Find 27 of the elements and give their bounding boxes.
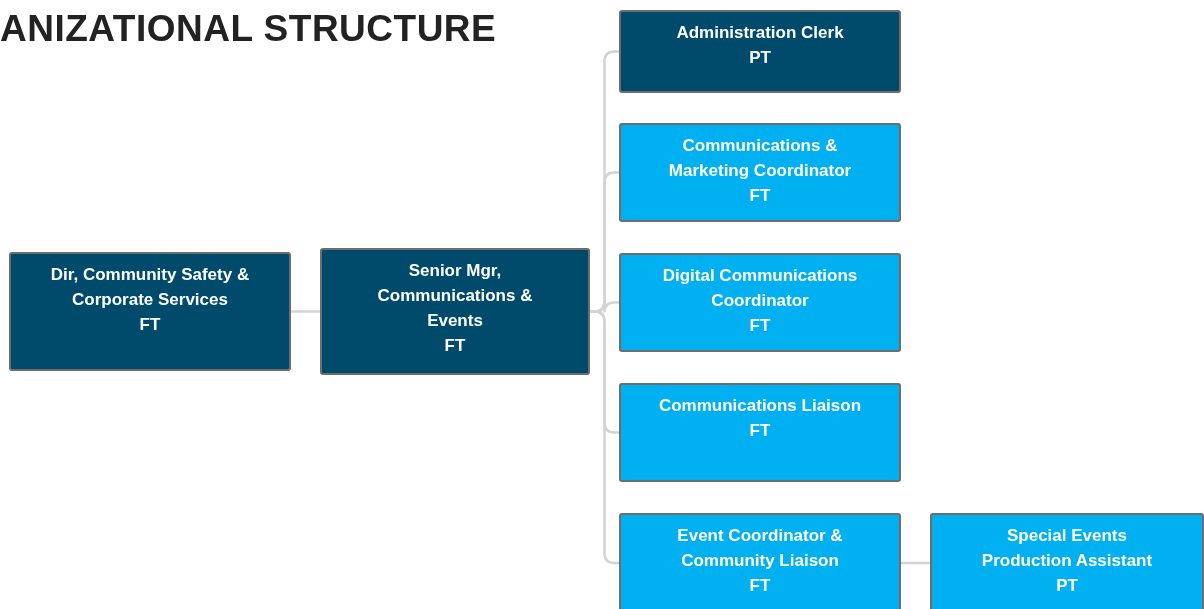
role-title: Communications Liaison: [657, 395, 863, 417]
role-box: [9, 252, 291, 371]
role-title: Special Events Production Assistant: [980, 525, 1154, 572]
role-box: [320, 248, 590, 375]
employment-type: PT: [748, 47, 772, 69]
employment-type: PT: [1055, 575, 1079, 597]
role-title: Digital Communications Coordinator: [661, 265, 859, 312]
role-title: Event Coordinator & Community Liaison: [676, 525, 844, 572]
employment-type: FT: [748, 185, 772, 207]
role-title: Dir, Community Safety & Corporate Services: [49, 264, 251, 311]
page-title: ANIZATIONAL STRUCTURE: [0, 8, 497, 50]
role-box: [619, 253, 901, 352]
role-box: [619, 10, 901, 93]
connector-line: [291, 310, 320, 313]
employment-type: FT: [748, 575, 772, 597]
employment-type: FT: [748, 420, 772, 442]
role-title: Senior Mgr, Communications & Events: [376, 260, 534, 332]
role-box: [619, 123, 901, 222]
employment-type: FT: [138, 314, 162, 336]
role-title: Communications & Marketing Coordinator: [667, 135, 853, 182]
role-title: Administration Clerk: [675, 22, 845, 44]
employment-type: FT: [748, 315, 772, 337]
role-box: [930, 513, 1204, 609]
connector-line: [901, 561, 930, 565]
employment-type: FT: [443, 335, 467, 357]
role-box: [619, 513, 901, 609]
role-box: [619, 383, 901, 482]
